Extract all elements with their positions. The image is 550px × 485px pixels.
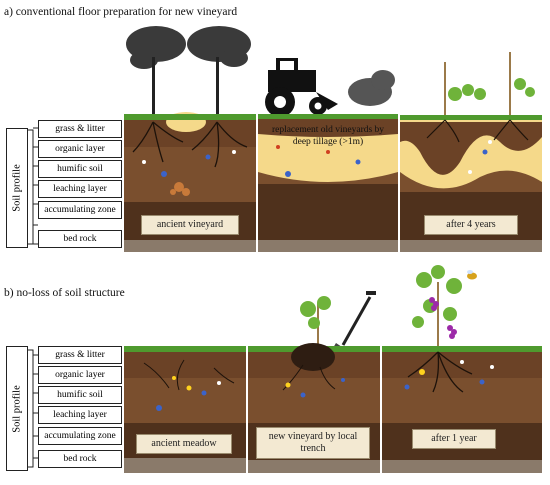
layer-leaching-a: leaching layer [38, 180, 122, 198]
layer-leaching-b: leaching layer [38, 406, 122, 424]
label-ancient-vineyard: ancient vineyard [141, 215, 239, 235]
panel-after-1-year: after 1 year [382, 262, 542, 473]
bee-icon [467, 270, 477, 280]
soil-profile-label-b: Soil profile [11, 384, 23, 433]
label-ancient-meadow: ancient meadow [136, 434, 232, 454]
section-a-title: a) conventional floor preparation for ne… [4, 6, 238, 18]
layer-bedrock-a: bed rock [38, 230, 122, 248]
layer-accumulating-a: accumulating zone [38, 201, 122, 219]
vine-leaf-icon [448, 78, 535, 101]
soil-profile-label-a: Soil profile [11, 164, 23, 212]
layer-organic-a: organic layer [38, 140, 122, 158]
label-after-4-years: after 4 years [424, 215, 518, 235]
vine-leaf-icon [300, 296, 331, 329]
grape-icon [429, 297, 457, 339]
panel-ancient-vineyard: ancient vineyard [124, 22, 256, 252]
layer-organic-b: organic layer [38, 366, 122, 384]
layer-grass-litter-a: grass & litter [38, 120, 122, 138]
deep-tillage-illustration [258, 58, 398, 252]
soil-profile-box-b: Soil profile [6, 346, 28, 471]
panel-local-trench: new vineyard by local trench [248, 285, 380, 473]
layer-grass-litter-b: grass & litter [38, 346, 122, 364]
ancient-meadow-illustration [124, 346, 246, 473]
vine-canopy-icon [126, 26, 251, 69]
section-b-title: b) no-loss of soil structure [4, 287, 125, 299]
after-4-years-illustration [400, 52, 542, 252]
soil-profile-box-a: Soil profile [6, 128, 28, 248]
layer-humific-a: humific soil [38, 160, 122, 178]
label-local-trench: new vineyard by local trench [256, 427, 370, 459]
panel-ancient-meadow: ancient meadow [124, 308, 246, 473]
layer-bedrock-b: bed rock [38, 450, 122, 468]
label-after-1-year: after 1 year [412, 429, 496, 449]
panel-after-4-years: after 4 years [400, 22, 542, 252]
tractor-icon [265, 58, 338, 117]
panel-deep-tillage: replacement old vineyards by deep tillag… [258, 22, 398, 252]
layer-humific-b: humific soil [38, 386, 122, 404]
layer-accumulating-b: accumulating zone [38, 427, 122, 445]
tillage-note: replacement old vineyards by deep tillag… [271, 125, 385, 147]
